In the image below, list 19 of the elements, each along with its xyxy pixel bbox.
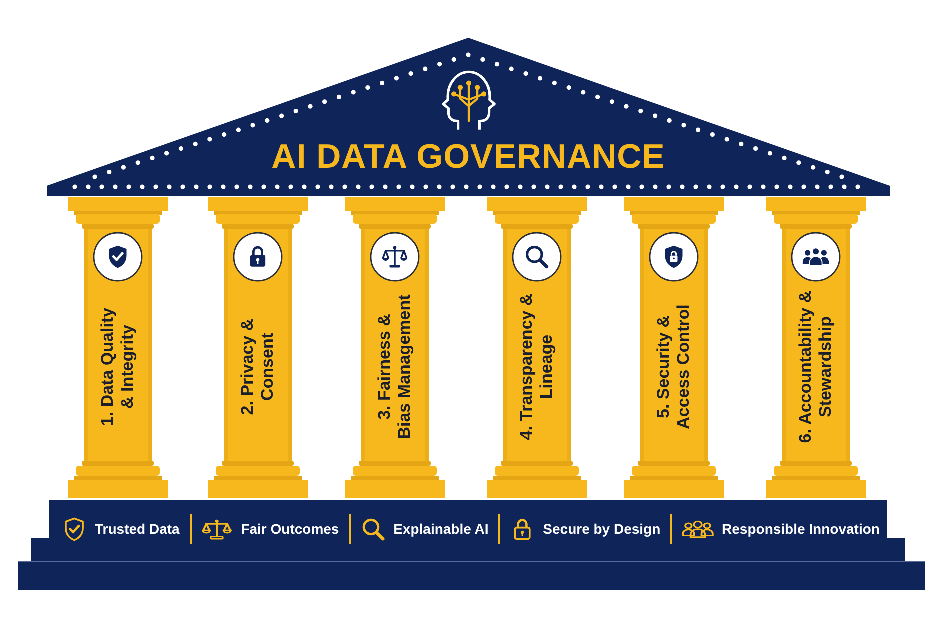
pillar (68, 197, 168, 498)
pillar-label: 3. Fairness & Bias Management (375, 294, 415, 442)
principle-label: Secure by Design (543, 520, 661, 538)
principle-label: Explainable AI (394, 520, 489, 538)
pillar (487, 197, 587, 498)
principle-label: Responsible Innovation (722, 520, 880, 538)
pillar (345, 197, 445, 498)
roof-pediment (47, 38, 890, 196)
principle-label: Trusted Data (95, 520, 180, 538)
roof-title: AI DATA GOVERNANCE (272, 137, 666, 177)
pillar-label: 5. Security & Access Control (654, 304, 694, 432)
pillar-label: 1. Data Quality & Integrity (98, 306, 138, 428)
principle-label: Fair Outcomes (241, 520, 340, 538)
pillar (208, 197, 308, 498)
pillar-label: 4. Transparency & Lineage (517, 292, 557, 442)
pillar-label: 2. Privacy & Consent (238, 318, 278, 417)
pillar (766, 197, 866, 498)
pillar-label: 6. Accountability & Stewardship (796, 290, 836, 446)
pillar (624, 197, 724, 498)
